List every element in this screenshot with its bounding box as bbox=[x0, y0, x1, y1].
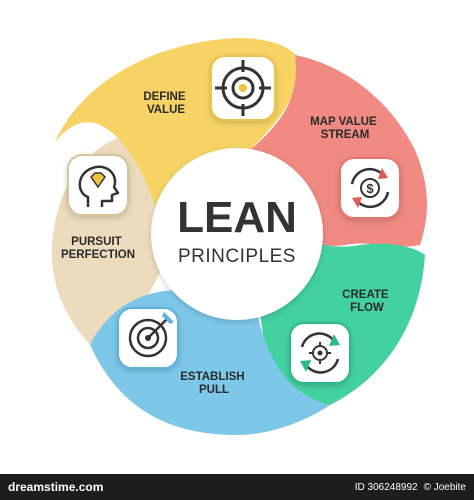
lean-diagram: LEAN PRINCIPLES $ bbox=[51, 38, 427, 435]
footer-credit: ID 306248992 © Joebite bbox=[355, 482, 466, 493]
head-diamond-icon bbox=[67, 154, 129, 216]
label-establish-pull: ESTABLISH PULL bbox=[180, 371, 248, 396]
label-map-value-stream: MAP VALUE STREAM bbox=[310, 116, 380, 141]
center-circle bbox=[151, 148, 323, 320]
image-id: ID 306248992 bbox=[354, 481, 418, 493]
segment-establish-pull bbox=[90, 237, 330, 435]
footer-brand: dreamstime.com bbox=[8, 480, 103, 494]
label-create-flow: CREATE FLOW bbox=[342, 289, 392, 314]
footer-bar: dreamstime.com ID 306248992 © Joebite bbox=[0, 474, 474, 500]
svg-text:$: $ bbox=[366, 181, 374, 196]
target-arrow-icon bbox=[117, 307, 179, 369]
gear-cycle-icon bbox=[289, 322, 351, 384]
dollar-cycle-icon: $ bbox=[339, 157, 401, 219]
label-pursuit-perfection: PURSUIT PERFECTION bbox=[61, 236, 135, 261]
label-define-value: DEFINE VALUE bbox=[143, 91, 188, 116]
center-title: LEAN bbox=[177, 193, 297, 242]
image-author: © Joebite bbox=[423, 481, 466, 493]
target-icon bbox=[210, 55, 276, 121]
center-subtitle: PRINCIPLES bbox=[178, 246, 296, 267]
dreamstime-logo: dreamstime.com bbox=[8, 480, 104, 494]
